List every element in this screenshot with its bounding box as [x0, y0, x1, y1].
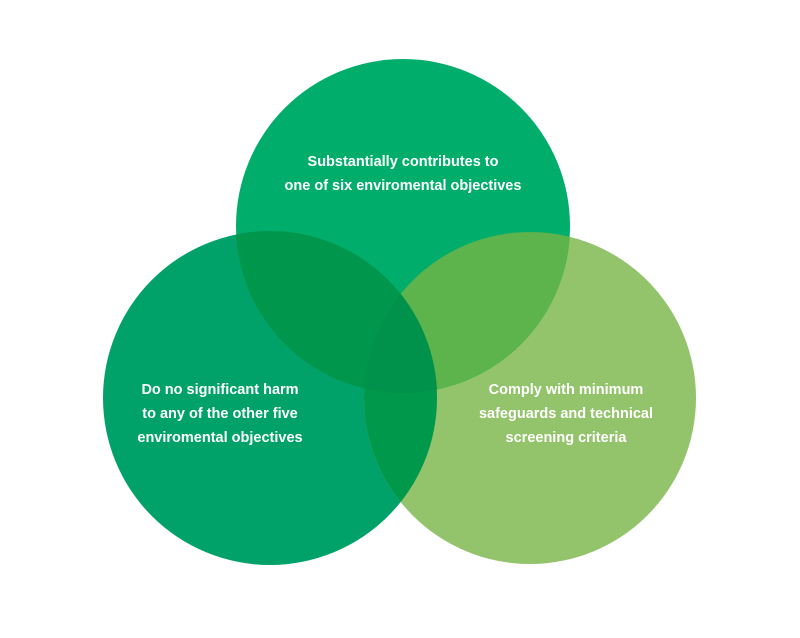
label-line: Comply with minimum [488, 382, 644, 398]
label-line: safeguards and technical [478, 406, 654, 422]
label-right: Comply with minimum safeguards and techn… [436, 378, 696, 450]
label-line: to any of the other five [142, 406, 298, 422]
label-top: Substantially contributes to one of six … [273, 150, 533, 198]
overlap-top-left [236, 231, 437, 393]
label-line: screening criteria [505, 430, 627, 446]
label-line: one of six enviromental objectives [284, 178, 522, 194]
label-line: Do no significant harm [141, 382, 299, 398]
label-line: enviromental objectives [137, 430, 303, 446]
label-line: Substantially contributes to [307, 154, 499, 170]
overlap-top-right [364, 232, 570, 393]
label-left: Do no significant harm to any of the oth… [90, 378, 350, 450]
